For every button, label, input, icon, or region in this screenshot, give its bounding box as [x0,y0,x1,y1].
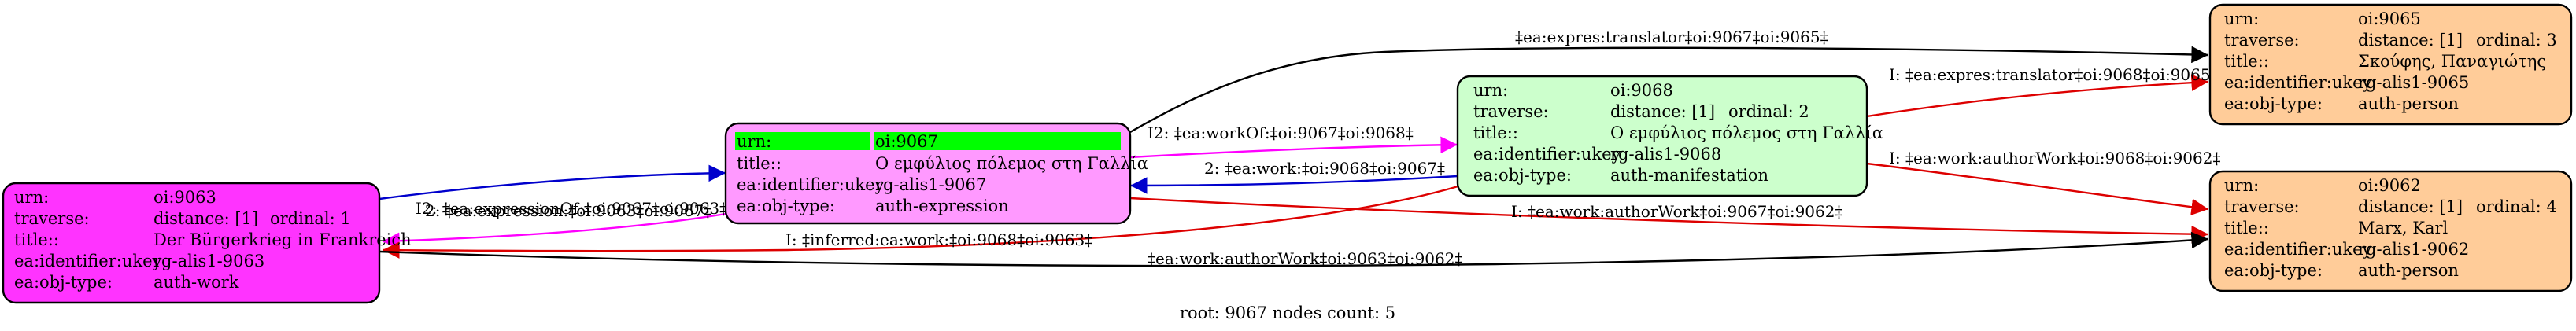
node-value: rg-alis1-9067 [875,175,986,194]
edge-labels: 2: ‡ea:expression:‡oi:9063‡oi:9067‡ I2: … [416,28,2220,268]
node-key: title:: [1473,123,1518,142]
node-value: auth-work [153,273,239,292]
edge-translator-9068 [1866,74,2209,118]
edge-author-work-9063 [379,231,2209,267]
edge-label-expression-of: I2: ‡ea:expressionOf:‡oi:9067‡oi:9063‡ [416,199,727,218]
node-9063-box [2,182,381,304]
graph-footer: root: 9067 nodes count: 5 [1180,303,1395,322]
node-key: ea:identifier:ukey [2224,73,2372,92]
node-9065[interactable]: urn: oi:9065 traverse: distance: [1] ord… [2208,3,2573,126]
node-value: oi:9062 [2358,176,2421,195]
node-value: rg-alis1-9068 [1610,145,1721,164]
edge-author-work-9068 [1866,162,2209,215]
node-9062[interactable]: urn: oi:9062 traverse: distance: [1] ord… [2208,170,2573,292]
edge-label-author-work-9068: I: ‡ea:work:authorWork‡oi:9068‡oi:9062‡ [1889,149,2220,167]
node-key: traverse: [2224,31,2300,50]
node-key: urn: [2224,9,2259,28]
node-key: title:: [2224,219,2269,237]
node-key: urn: [737,132,771,151]
node-key: ea:identifier:ukey [14,252,162,270]
node-value-extra: ordinal: 2 [1728,102,1809,121]
node-value: oi:9063 [153,188,216,207]
edge-author-work-9067 [1129,197,2209,243]
edge-label-expression: 2: ‡ea:expression:‡oi:9063‡oi:9067‡ [425,201,711,220]
node-value: rg-alis1-9065 [2358,73,2469,92]
node-key: ea:obj-type: [737,197,835,215]
node-value: auth-person [2358,94,2459,113]
node-key: ea:obj-type: [2224,261,2323,280]
node-key: traverse: [2224,197,2300,216]
node-value: Der Bürgerkrieg in Frankreich [153,230,412,249]
node-9067-highlight-key [735,132,870,150]
node-key: title:: [2224,52,2269,71]
node-key: ea:obj-type: [1473,166,1572,185]
node-key: ea:identifier:ukey [737,175,885,194]
node-value: Ο εμφύλιος πόλεμος στη Γαλλία [875,154,1148,173]
node-key: traverse: [14,209,90,228]
node-value: oi:9067 [875,132,938,151]
node-value-extra: ordinal: 1 [270,209,351,228]
node-key: ea:obj-type: [2224,94,2323,113]
node-value: distance: [1] [1610,102,1715,121]
edge-label-author-work-9063: ‡ea:work:authorWork‡oi:9063‡oi:9062‡ [1148,249,1462,268]
node-value: distance: [1] [2358,31,2463,50]
node-value: Ο εμφύλιος πόλεμος στη Γαλλία [1610,123,1883,142]
node-key: urn: [14,188,49,207]
edges [379,46,2209,267]
node-value: distance: [1] [2358,197,2463,216]
edge-label-work-of: I2: ‡ea:workOf:‡oi:9067‡oi:9068‡ [1148,123,1414,142]
edge-inferred [382,184,1462,259]
node-9062-box [2208,170,2573,292]
node-value: rg-alis1-9062 [2358,240,2469,259]
edge-label-translator-9067: ‡ea:expres:translator‡oi:9067‡oi:9065‡ [1515,28,1828,46]
node-key: ea:obj-type: [14,273,113,292]
node-value: rg-alis1-9063 [153,252,264,270]
node-value-extra: ordinal: 3 [2476,31,2557,50]
node-key: ea:identifier:ukey [2224,240,2372,259]
edge-label-inferred: I: ‡inferred:ea:work:‡oi:9068‡oi:9063‡ [785,230,1092,249]
node-value: Marx, Karl [2358,219,2448,237]
node-value: auth-person [2358,261,2459,280]
node-value-extra: ordinal: 4 [2476,197,2557,216]
node-value: oi:9068 [1610,81,1673,100]
node-9063[interactable]: urn: oi:9063 traverse: distance: [1] ord… [2,182,412,304]
node-value: oi:9065 [2358,9,2421,28]
node-value: auth-expression [875,197,1009,215]
node-9068-box [1456,75,1868,197]
edge-label-work: 2: ‡ea:work:‡oi:9068‡oi:9067‡ [1204,159,1445,178]
node-9065-box [2208,3,2573,126]
edge-expression [379,164,726,200]
edge-label-author-work-9067: I: ‡ea:work:authorWork‡oi:9067‡oi:9062‡ [1511,202,1842,221]
node-9068[interactable]: urn: oi:9068 traverse: distance: [1] ord… [1456,75,1883,197]
edge-label-translator-9068: I: ‡ea:expres:translator‡oi:9068‡oi:9065… [1889,65,2219,84]
node-9067[interactable]: urn: oi:9067 title:: Ο εμφύλιος πόλεμος … [724,122,1148,225]
edge-work [1129,175,1458,194]
node-key: urn: [2224,176,2259,195]
node-key: title:: [737,154,782,173]
node-key: traverse: [1473,102,1549,121]
node-9067-highlight-value [874,132,1121,150]
node-key: ea:identifier:ukey [1473,145,1621,164]
node-key: title:: [14,230,59,249]
edge-expression-of [382,212,726,250]
edge-work-of [1129,136,1458,159]
node-key: urn: [1473,81,1508,100]
node-value: distance: [1] [153,209,258,228]
node-value: Σκούφης, Παναγιώτης [2358,52,2546,71]
edge-translator-9067 [1129,46,2209,134]
node-value: auth-manifestation [1610,166,1768,185]
